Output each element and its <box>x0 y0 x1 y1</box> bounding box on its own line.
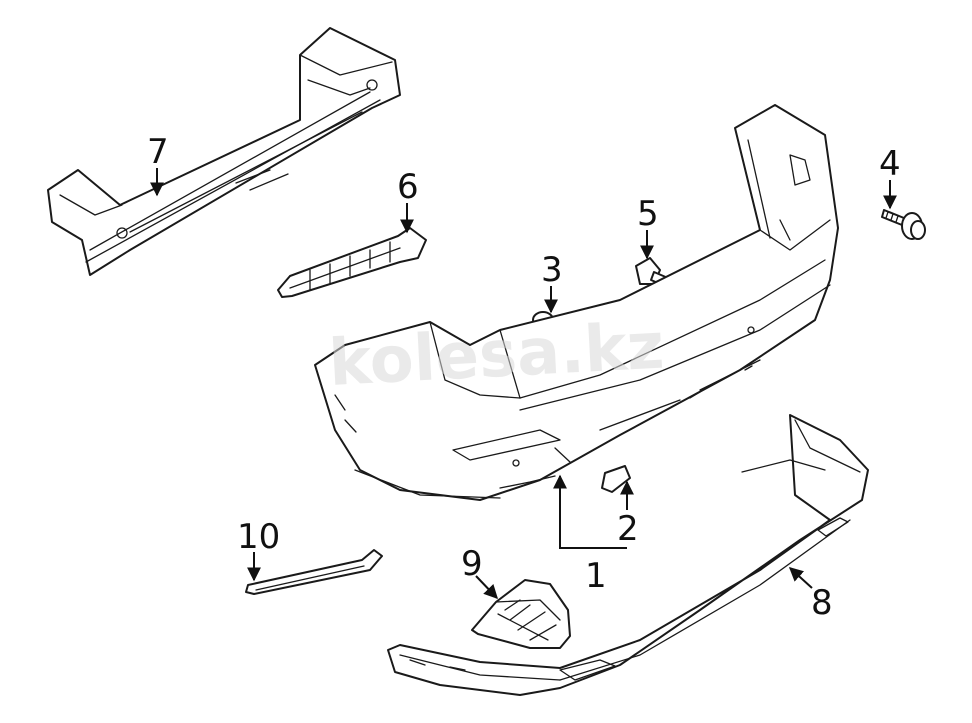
leader-8 <box>788 567 813 589</box>
leader-9 <box>475 575 498 600</box>
callout-4: 4 <box>879 144 901 184</box>
trim-strip-part <box>245 549 383 595</box>
callout-1: 1 <box>585 556 607 596</box>
callout-5: 5 <box>637 194 659 234</box>
callout-7: 7 <box>147 132 169 172</box>
callout-10: 10 <box>237 517 280 557</box>
reflector-housing-part <box>471 579 571 649</box>
bumper-cover-part <box>314 104 839 501</box>
small-bracket-part <box>601 465 631 493</box>
bolt-part <box>881 209 926 240</box>
callout-3: 3 <box>541 250 563 290</box>
callout-8: 8 <box>811 583 833 623</box>
leader-lines <box>150 168 897 600</box>
callout-9: 9 <box>461 544 483 584</box>
callout-6: 6 <box>397 167 419 207</box>
watermark-text: kolesa.kz <box>327 310 666 401</box>
callout-2: 2 <box>617 509 639 549</box>
bumper-bracket-part <box>277 227 427 298</box>
leader-1 <box>553 474 627 549</box>
reinforcement-beam-part <box>47 27 401 276</box>
lower-valance-part <box>387 414 869 696</box>
